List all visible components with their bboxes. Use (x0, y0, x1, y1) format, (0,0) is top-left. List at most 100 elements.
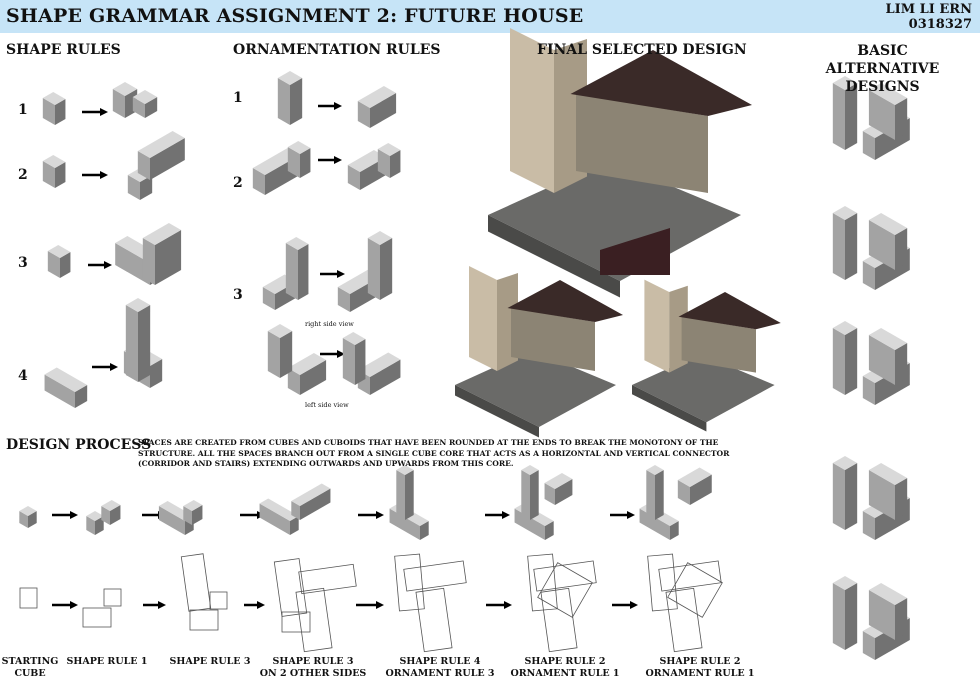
block-face (110, 505, 121, 525)
roof (507, 280, 623, 322)
block-face (342, 332, 366, 345)
block-face (396, 470, 405, 520)
author-block: LIM LI ERN 0318327 (886, 2, 972, 32)
block-face (183, 506, 192, 525)
plan-outline (189, 609, 219, 631)
block-face (55, 99, 66, 125)
block-face (845, 213, 858, 280)
left-side-view-caption: left side view (305, 401, 349, 409)
block-face (300, 488, 331, 520)
arrow-icon (70, 511, 78, 519)
block-face (396, 465, 414, 475)
block-face (267, 324, 293, 338)
student-id: 0318327 (908, 17, 972, 32)
final-design-heading: FINAL SELECTED DESIGN (537, 42, 747, 58)
block-face (862, 376, 875, 405)
design-process-description: SPACES ARE CREATED FROM CUBES AND CUBOID… (138, 438, 730, 468)
block-face (868, 470, 895, 520)
block-face (868, 335, 895, 385)
block-face (862, 261, 875, 290)
block-face (355, 339, 366, 385)
block-face (112, 82, 138, 96)
plan-outline (527, 553, 558, 612)
block-face (132, 90, 158, 104)
step-line: ON 2 OTHER SIDES (259, 668, 367, 679)
block-face (55, 162, 66, 188)
block-face (832, 583, 845, 650)
main-wall (681, 316, 756, 373)
block-face (862, 131, 875, 160)
block-face (868, 90, 895, 140)
arrow-icon (100, 171, 108, 179)
shape-rule-number: 1 (18, 102, 28, 118)
block-face (357, 86, 397, 108)
block-face (115, 243, 150, 285)
plan-outline (19, 587, 38, 609)
block-face (370, 359, 401, 395)
block-face (521, 470, 530, 520)
ornamentation-rules-heading: ORNAMENTATION RULES (233, 42, 441, 58)
block-face (646, 465, 664, 475)
block-face (19, 506, 37, 516)
block-face (370, 93, 397, 128)
block-face (895, 228, 908, 270)
block-face (342, 338, 355, 385)
block-face (832, 76, 858, 90)
block-face (347, 150, 387, 172)
step-line: SHAPE RULE 4 (399, 656, 481, 667)
tower-wall (644, 279, 670, 373)
alternatives-heading: BASIC ALTERNATIVE DESIGNS (825, 43, 940, 95)
block-face (862, 631, 875, 660)
block-face (262, 287, 275, 310)
block-face (267, 331, 280, 378)
block-face (287, 368, 300, 395)
block-face (555, 479, 573, 505)
plan-outline (415, 587, 453, 653)
block-face (280, 331, 293, 378)
block-face (677, 480, 690, 505)
block-face (377, 143, 401, 156)
block-face (47, 251, 60, 278)
step-line: SHAPE RULE 1 (66, 656, 148, 667)
tower-wall (469, 266, 497, 371)
block-face (287, 141, 311, 154)
arrow-icon (100, 108, 108, 116)
block-face (420, 521, 429, 540)
block-face (646, 470, 655, 520)
block-face (290, 516, 299, 535)
block-face (42, 92, 66, 105)
block-face (101, 506, 110, 525)
block-face (357, 352, 401, 377)
block-face (290, 78, 303, 125)
ornament-rule-number: 3 (233, 287, 243, 303)
block-face (895, 98, 908, 140)
block-face (530, 470, 539, 520)
step-line: SHAPE RULE 3 (169, 656, 251, 667)
roof (678, 292, 781, 330)
plan-outline (403, 560, 467, 592)
plan-outline (394, 553, 425, 612)
arrow-icon (502, 511, 510, 519)
plan-outline (180, 553, 212, 612)
block-face (44, 367, 88, 392)
block-face (655, 470, 664, 520)
block-face (514, 508, 545, 540)
plan-outline (647, 553, 678, 612)
block-face (125, 305, 138, 382)
block-face (285, 237, 309, 250)
block-face (101, 500, 121, 511)
arrow-icon (334, 156, 342, 164)
block-face (125, 298, 151, 312)
arrow-icon (257, 601, 265, 609)
block-face (868, 213, 908, 235)
block-face (690, 474, 712, 505)
step-line: CUBE (14, 668, 46, 679)
block-face (367, 238, 380, 300)
arrow-icon (337, 350, 345, 358)
main-wall (576, 94, 708, 193)
block-face (832, 83, 845, 150)
